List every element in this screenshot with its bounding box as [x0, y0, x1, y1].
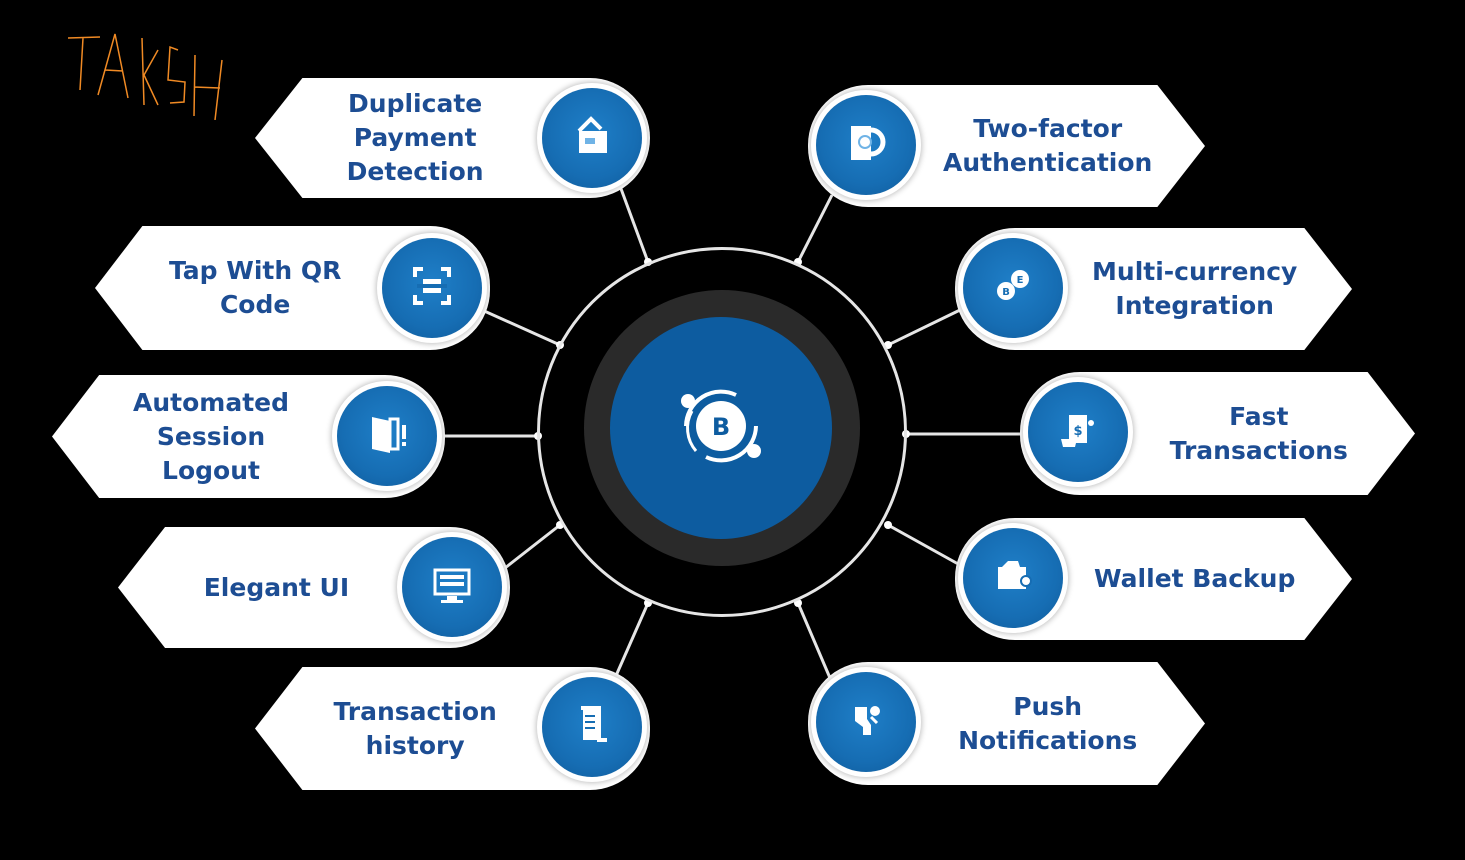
feature-label: Multi-currency Integration: [1092, 257, 1298, 320]
feature-card-wallet-backup: Wallet Backup: [955, 518, 1352, 640]
svg-text:B: B: [712, 413, 730, 441]
feature-label: Two-factor Authentication: [943, 114, 1153, 177]
feature-label: Duplicate Payment Detection: [346, 89, 484, 186]
bitcoin-orbit-icon: B: [666, 371, 776, 485]
svg-text:$: $: [1073, 424, 1082, 439]
feature-label: Automated Session Logout: [133, 387, 289, 485]
push-notification-icon: [841, 695, 891, 749]
feature-icon-circle: [337, 386, 437, 486]
feature-icon-circle: [542, 677, 642, 777]
feature-card-elegant-ui: Elegant UI: [118, 527, 510, 648]
feature-label: Fast Transactions: [1169, 401, 1348, 465]
feature-card-session-logout: Automated Session Logout: [52, 375, 445, 498]
svg-text:E: E: [1017, 275, 1024, 286]
feature-icon-circle: $: [1028, 382, 1128, 482]
feature-label: Transaction history: [333, 696, 497, 760]
fast-payment-icon: $: [1053, 405, 1103, 459]
door-exit-icon: [362, 409, 412, 463]
qr-scan-icon: [407, 261, 457, 315]
feature-label: Elegant UI: [203, 572, 350, 602]
svg-text:B: B: [1002, 287, 1010, 298]
hub-outer-ring: [537, 247, 907, 617]
feature-icon-circle: [816, 95, 916, 195]
feature-icon-circle: [542, 88, 642, 188]
feature-icon-circle: [402, 537, 502, 637]
feature-card-two-factor: Two-factor Authentication: [808, 85, 1205, 207]
handwritten-annotation: [67, 33, 223, 120]
feature-icon-circle: [382, 238, 482, 338]
feature-card-push-notifications: Push Notifications: [808, 662, 1205, 785]
feature-card-fast-transactions: $ Fast Transactions: [1020, 372, 1415, 495]
feature-card-qr-code: Tap With QR Code: [95, 226, 490, 350]
feature-label: Tap With QR Code: [168, 256, 342, 319]
feature-card-duplicate-payment: Duplicate Payment Detection: [255, 78, 650, 198]
hub-core: B: [610, 317, 832, 539]
feature-card-transaction-history: Transaction history: [255, 667, 650, 790]
feature-label: Wallet Backup: [1094, 564, 1296, 593]
wallet-backup-icon: [988, 551, 1038, 605]
feature-icon-circle: [816, 672, 916, 772]
feature-label: Push Notifications: [958, 691, 1138, 755]
feature-icon-circle: [963, 528, 1063, 628]
fingerprint-phone-icon: [841, 118, 891, 172]
wallet-card-icon: [567, 111, 617, 165]
receipt-icon: [567, 700, 617, 754]
monitor-icon: [427, 560, 477, 614]
